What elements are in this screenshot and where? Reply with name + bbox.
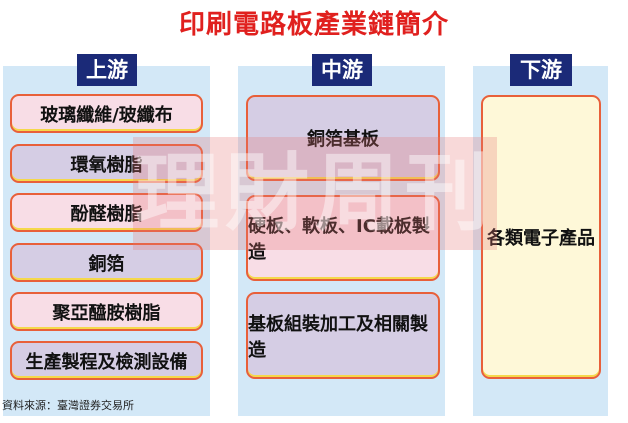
- upstream-item: 環氧樹脂: [10, 144, 203, 183]
- upstream-header: 上游: [77, 54, 137, 86]
- upstream-item: 生產製程及檢測設備: [10, 341, 203, 380]
- diagram-title: 印刷電路板產業鏈簡介: [178, 10, 449, 40]
- midstream-item: 硬板、軟板、IC載板製造: [246, 195, 440, 281]
- upstream-item: 玻璃纖維/玻纖布: [10, 94, 203, 133]
- downstream-header: 下游: [510, 54, 572, 86]
- upstream-item: 銅箔: [10, 243, 203, 282]
- upstream-item: 酚醛樹脂: [10, 193, 203, 232]
- upstream-item: 聚亞醯胺樹脂: [10, 292, 203, 331]
- watermark: 理財周刊: [134, 143, 495, 242]
- midstream-item: 基板組裝加工及相關製造: [246, 292, 440, 379]
- source-note: 資料來源：臺灣證券交易所: [2, 399, 134, 412]
- midstream-header: 中游: [312, 54, 372, 86]
- downstream-item: 各類電子產品: [481, 95, 601, 379]
- midstream-item: 銅箔基板: [246, 95, 440, 181]
- watermark-backdrop: [133, 137, 497, 250]
